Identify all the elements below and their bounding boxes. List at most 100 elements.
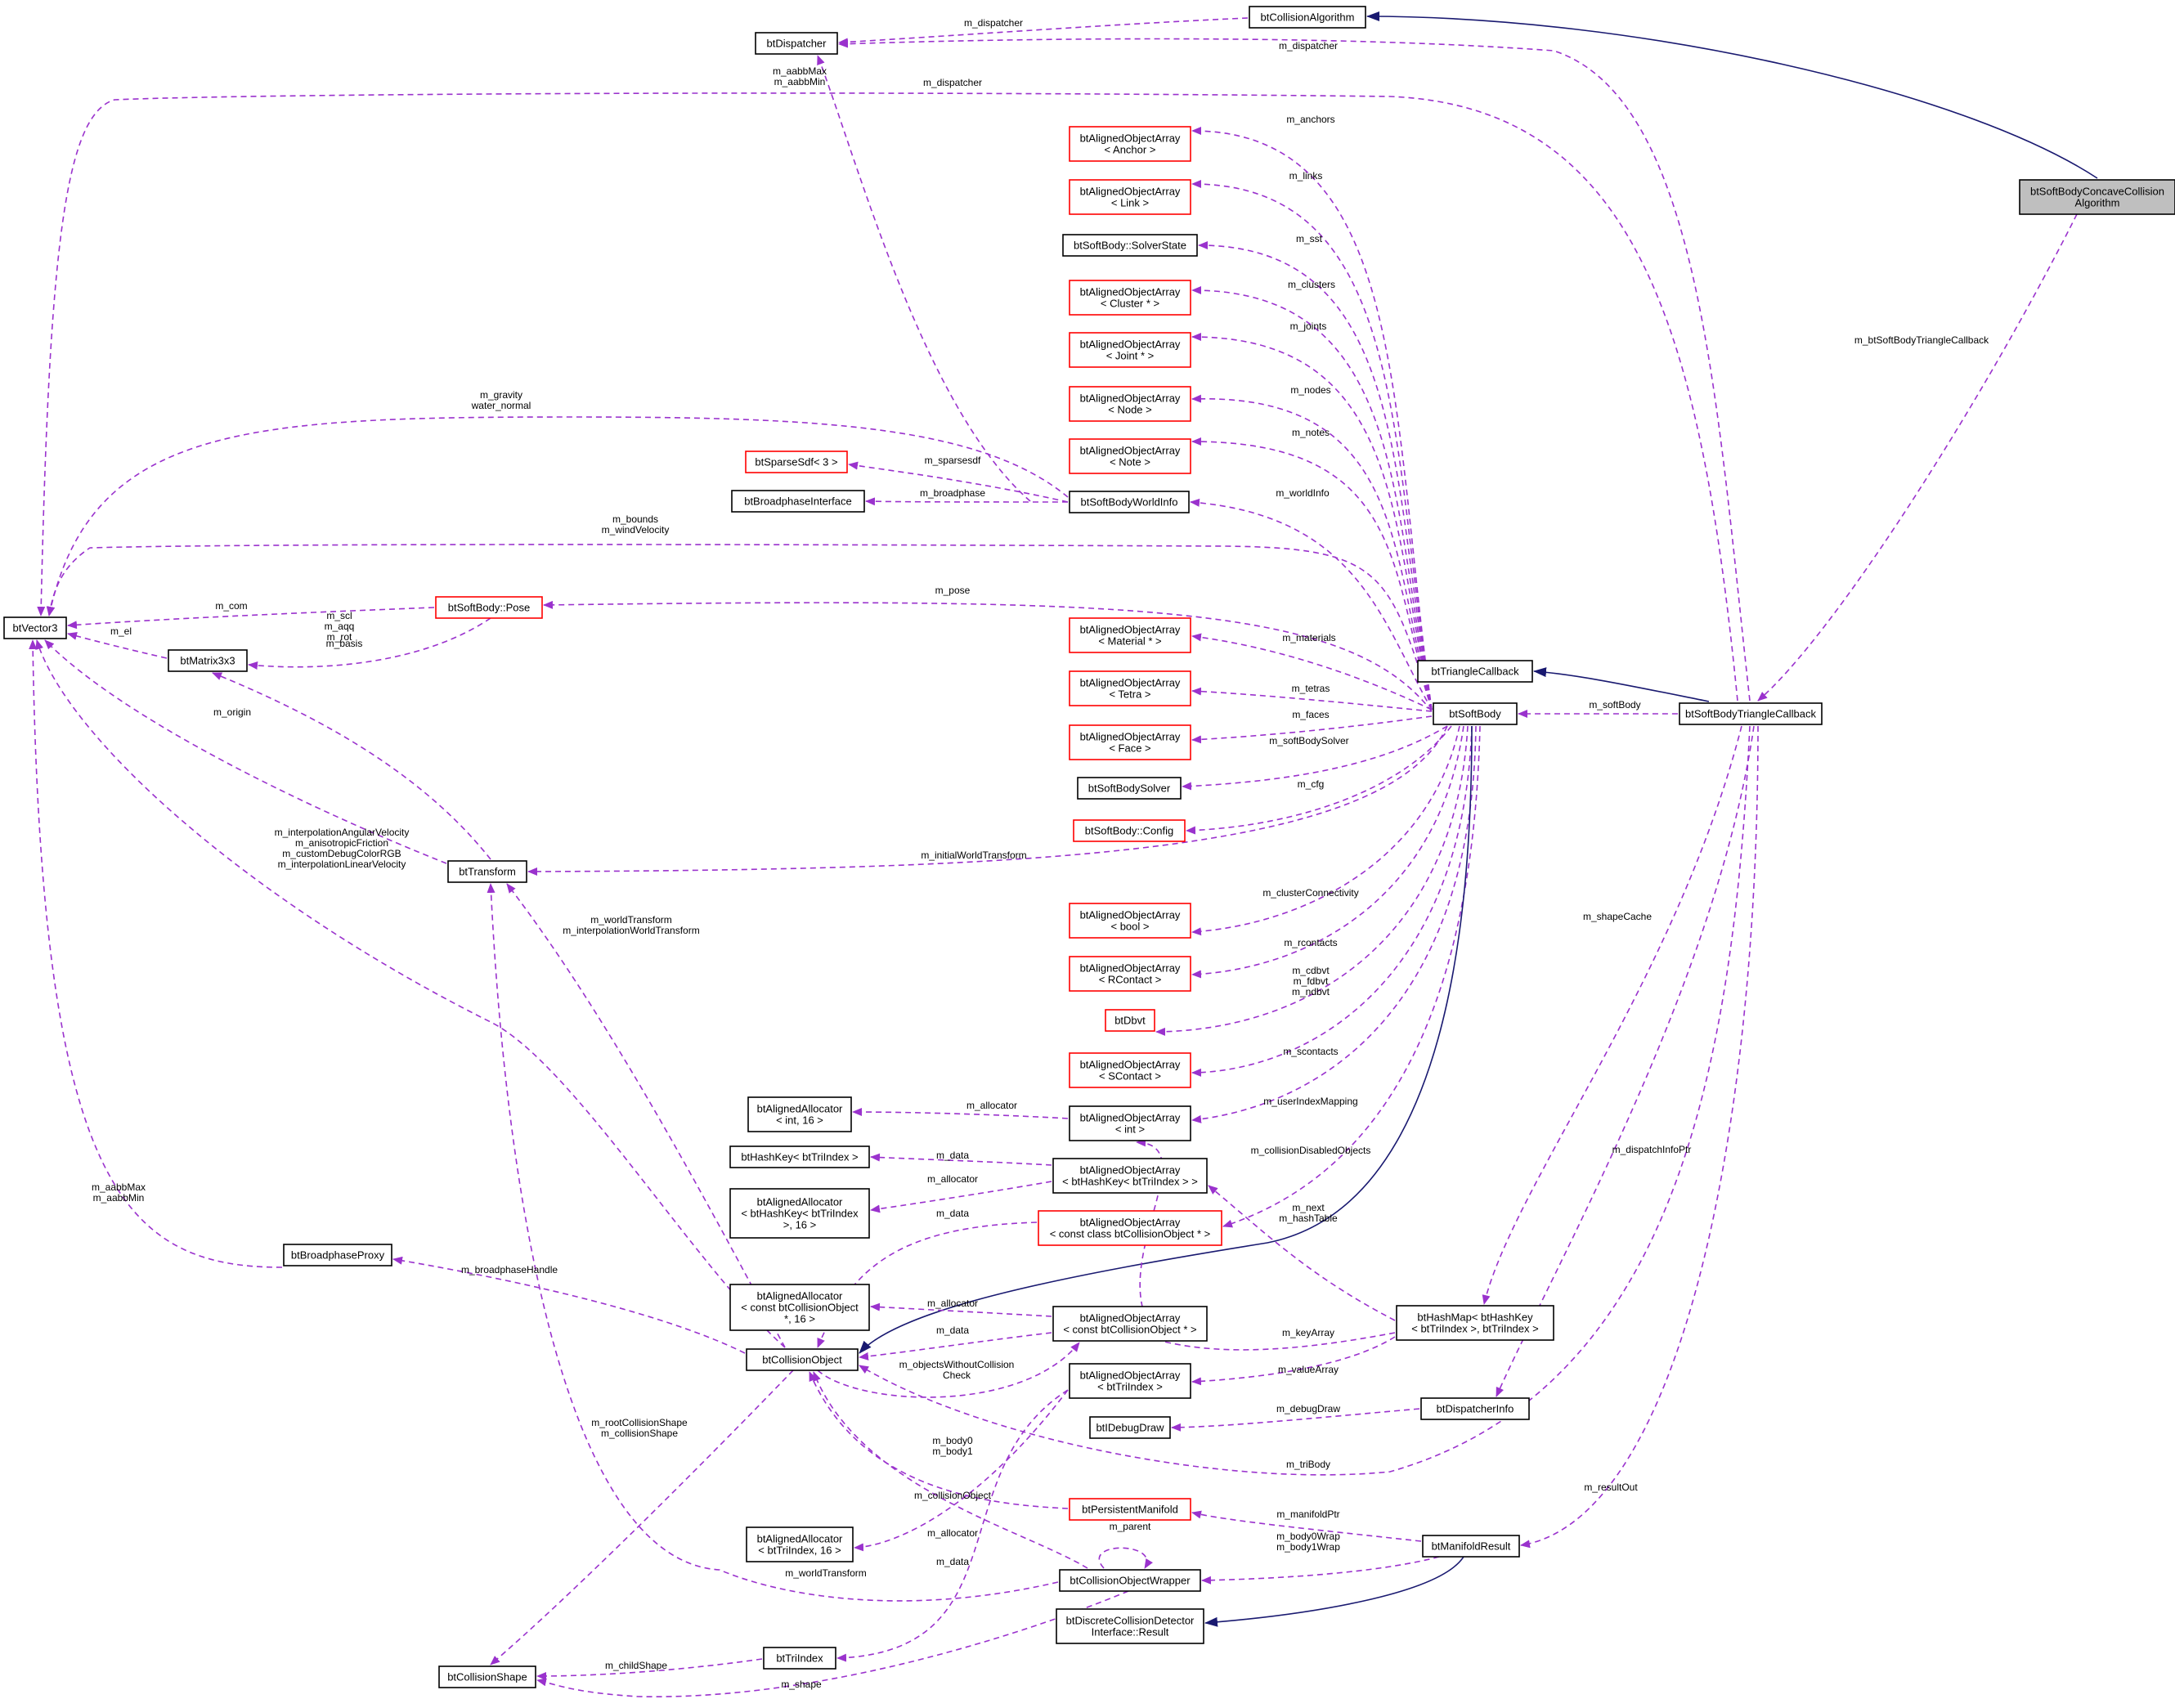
edge-line (67, 632, 168, 659)
class-name: btCollisionObjectWrapper (1070, 1575, 1191, 1587)
class-node-colalg[interactable]: btCollisionAlgorithm (1249, 6, 1366, 29)
class-node-vector3[interactable]: btVector3 (3, 616, 67, 639)
edge-label: m_aabbMin (93, 1192, 145, 1204)
edge-label: m_interpolationLinearVelocity (278, 858, 406, 870)
class-node-bpproxy[interactable]: btBroadphaseProxy (283, 1244, 392, 1266)
class-box (745, 451, 848, 473)
edge-line (1191, 333, 1433, 711)
class-box (1105, 1009, 1155, 1032)
edge-line (870, 1153, 1052, 1166)
edge-label: m_collisionObject (914, 1490, 992, 1501)
edge-line (817, 55, 1031, 502)
edge-line (1366, 11, 2098, 179)
class-node-scontact[interactable]: btAlignedObjectArray< SContact > (1069, 1052, 1191, 1088)
class-node-triidxarr[interactable]: btAlignedObjectArray< btTriIndex > (1069, 1363, 1191, 1399)
edge-line (1222, 725, 1481, 1228)
edge-line (836, 1389, 1069, 1662)
class-node-sparsesdf[interactable]: btSparseSdf< 3 > (745, 451, 848, 473)
class-node-dispatcher[interactable]: btDispatcher (755, 32, 838, 55)
class-node-constcolarr[interactable]: btAlignedObjectArray< const class btColl… (1038, 1210, 1222, 1246)
class-name: btSparseSdf< 3 > (755, 456, 837, 468)
class-node-tetra[interactable]: btAlignedObjectArray< Tetra > (1069, 670, 1191, 706)
edge-label: m_dispatcher (964, 17, 1023, 29)
edge-cowrap-to-colshape (536, 1590, 1129, 1697)
class-node-config[interactable]: btSoftBody::Config (1073, 819, 1186, 842)
edge-label: m_el (110, 625, 132, 637)
edge-label: m_tetras (1292, 683, 1330, 694)
class-name: < int > (1115, 1123, 1145, 1136)
class-name: btSoftBody::Config (1085, 825, 1173, 837)
class-node-anchor[interactable]: btAlignedObjectArray< Anchor > (1069, 126, 1191, 162)
class-node-persmani[interactable]: btPersistentManifold (1069, 1498, 1191, 1521)
class-name: btAlignedObjectArray (1080, 338, 1181, 351)
class-name: Algorithm (2075, 197, 2120, 209)
class-node-dbvt[interactable]: btDbvt (1105, 1009, 1155, 1032)
class-box (1069, 903, 1191, 939)
edge-line (1191, 687, 1433, 712)
class-node-solverstate[interactable]: btSoftBody::SolverState (1062, 234, 1198, 257)
class-box (763, 1647, 836, 1670)
edge-line (1191, 725, 1460, 936)
class-node-face[interactable]: btAlignedObjectArray< Face > (1069, 724, 1191, 760)
class-node-note[interactable]: btAlignedObjectArray< Note > (1069, 438, 1191, 474)
class-node-cowrap[interactable]: btCollisionObjectWrapper (1059, 1569, 1201, 1592)
class-node-colshape[interactable]: btCollisionShape (438, 1665, 536, 1688)
class-node-hashmap[interactable]: btHashMap< btHashKey< btTriIndex >, btTr… (1396, 1305, 1554, 1341)
class-node-softbody[interactable]: btSoftBody (1433, 702, 1518, 725)
class-node-intarr[interactable]: btAlignedObjectArray< int > (1069, 1105, 1191, 1141)
edge-manires-to-dcdresult (1204, 1556, 1464, 1627)
edge-label: m_aqq (325, 621, 355, 632)
edge-colobj-to-vector3 (35, 639, 786, 1348)
class-node-pose[interactable]: btSoftBody::Pose (435, 596, 543, 619)
class-node-allocco[interactable]: btAlignedAllocator< const btCollisionObj… (729, 1284, 870, 1331)
edge-colobj-to-colshape (490, 1370, 794, 1665)
class-node-dcdresult[interactable]: btDiscreteCollisionDetectorInterface::Re… (1056, 1608, 1204, 1644)
class-node-cluster[interactable]: btAlignedObjectArray< Cluster * > (1069, 280, 1191, 316)
class-node-allocint[interactable]: btAlignedAllocator< int, 16 > (747, 1096, 852, 1132)
class-node-boolarr[interactable]: btAlignedObjectArray< bool > (1069, 903, 1191, 939)
class-box (1069, 280, 1191, 316)
edge-label: m_body1 (932, 1446, 973, 1457)
class-node-hkarr[interactable]: btAlignedObjectArray< btHashKey< btTriIn… (1052, 1158, 1208, 1194)
class-node-transform[interactable]: btTransform (447, 860, 527, 883)
edge-label: m_dispatcher (923, 77, 982, 88)
class-node-matrix[interactable]: btMatrix3x3 (168, 649, 248, 672)
class-node-material[interactable]: btAlignedObjectArray< Material * > (1069, 617, 1191, 653)
edge-label: m_clusterConnectivity (1262, 887, 1358, 899)
class-node-tricb[interactable]: btTriangleCallback (1417, 660, 1533, 683)
edge-line (392, 1256, 746, 1354)
class-node-joint[interactable]: btAlignedObjectArray< Joint * > (1069, 332, 1191, 368)
class-node-sbsolver[interactable]: btSoftBodySolver (1077, 777, 1182, 800)
class-node-bpiface[interactable]: btBroadphaseInterface (731, 490, 865, 513)
edge-label: m_body1Wrap (1276, 1541, 1340, 1553)
class-node-node[interactable]: btAlignedObjectArray< Node > (1069, 386, 1191, 422)
edge-label: m_joints (1290, 321, 1327, 332)
class-node-alloctri[interactable]: btAlignedAllocator< btTriIndex, 16 > (746, 1526, 854, 1562)
class-box (746, 1348, 859, 1371)
edge-transform-to-matrix (212, 672, 491, 860)
class-name: < const class btCollisionObject * > (1050, 1228, 1211, 1240)
class-node-dispinfo[interactable]: btDispatcherInfo (1420, 1397, 1530, 1420)
class-node-worldinfo[interactable]: btSoftBodyWorldInfo (1069, 491, 1190, 513)
class-box (1069, 670, 1191, 706)
class-node-triindex[interactable]: btTriIndex (763, 1647, 836, 1670)
class-node-rcontact[interactable]: btAlignedObjectArray< RContact > (1069, 956, 1191, 992)
class-node-link[interactable]: btAlignedObjectArray< Link > (1069, 179, 1191, 215)
edge-label: m_links (1289, 170, 1323, 182)
class-node-manires[interactable]: btManifoldResult (1422, 1535, 1520, 1558)
class-node-sbtricb[interactable]: btSoftBodyTriangleCallback (1679, 702, 1823, 725)
class-name: btDispatcherInfo (1437, 1403, 1514, 1415)
edge-label: m_debugDraw (1276, 1403, 1340, 1414)
edge-line (1191, 437, 1433, 711)
class-node-coarr[interactable]: btAlignedObjectArray< const btCollisionO… (1052, 1306, 1208, 1342)
class-name: btManifoldResult (1432, 1540, 1511, 1553)
class-name: < const btCollisionObject * > (1063, 1324, 1196, 1336)
edge-label: m_worldTransform (785, 1567, 867, 1579)
class-node-hashkey[interactable]: btHashKey< btTriIndex > (729, 1145, 870, 1168)
edge-line (490, 1370, 794, 1665)
class-node-debugdraw[interactable]: btIDebugDraw (1089, 1416, 1171, 1439)
class-name: < Cluster * > (1101, 298, 1159, 310)
class-node-allochk[interactable]: btAlignedAllocator< btHashKey< btTriInde… (729, 1188, 870, 1239)
class-node-colobj[interactable]: btCollisionObject (746, 1348, 859, 1371)
